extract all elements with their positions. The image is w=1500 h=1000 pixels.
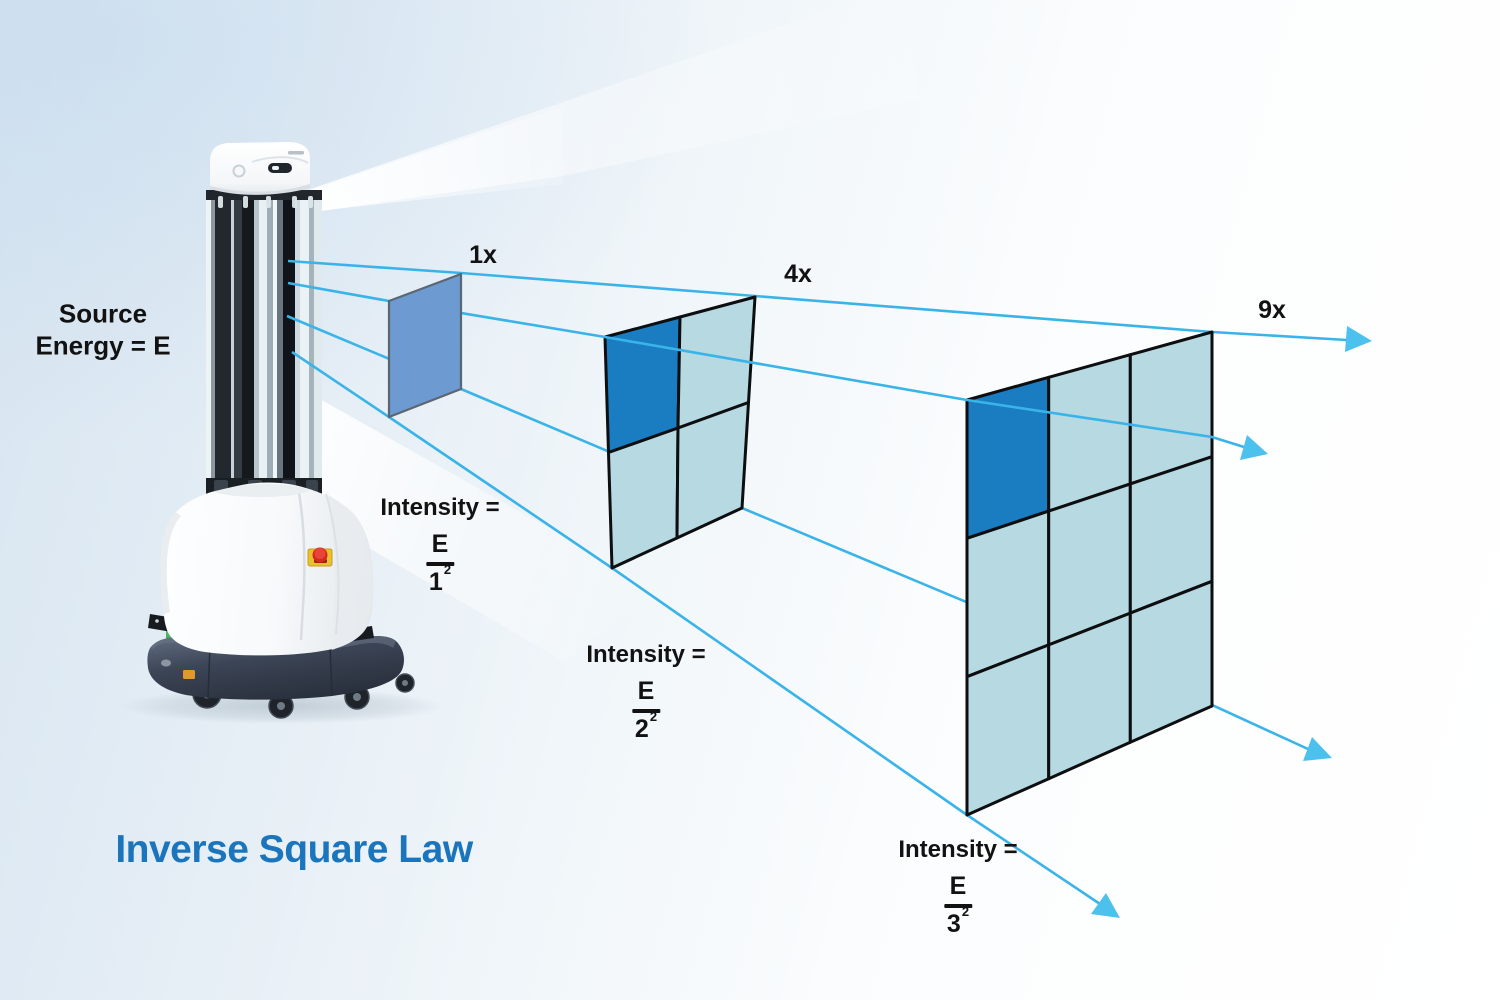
fraction-numerator: E — [431, 530, 449, 558]
square-1x — [387, 272, 463, 419]
robot-head-cap — [210, 142, 310, 195]
head-sensor-slot — [268, 163, 292, 173]
fraction-numerator: E — [949, 872, 967, 900]
grid-9x — [965, 330, 1214, 817]
source-energy-label: Source Energy = E — [35, 298, 170, 361]
source-label-line2: Energy = E — [35, 330, 171, 360]
intensity-text: Intensity = — [898, 836, 1018, 863]
ray-arrowhead-icon — [1303, 737, 1332, 761]
fraction-bar — [426, 562, 454, 566]
emergency-stop-button[interactable] — [307, 547, 333, 567]
intensity-text: Intensity = — [380, 494, 500, 521]
grid-4x — [603, 295, 757, 570]
intensity-fraction: E 12 — [380, 532, 499, 595]
intensity-block-3: Intensity = E 32 — [898, 836, 1017, 937]
denominator-base: 3 — [946, 910, 961, 938]
denominator-base: 2 — [634, 715, 649, 743]
intensity-text: Intensity = — [586, 641, 706, 668]
uv-disinfection-robot — [120, 142, 444, 724]
beam-wedge-upper-near — [308, 106, 563, 212]
denominator-base: 1 — [428, 568, 443, 596]
ray-arrowhead-icon — [1091, 893, 1120, 918]
uv-lamp-tubes — [206, 190, 322, 504]
grid-4x-cell — [675, 401, 750, 540]
ray-arrowhead-icon — [1345, 326, 1372, 352]
light-ray-second-over — [287, 281, 1268, 460]
fraction-denominator: 22 — [634, 710, 657, 743]
denominator-exponent: 2 — [961, 904, 970, 919]
grid-9x-cell — [965, 643, 1051, 817]
fraction-bar — [944, 904, 972, 908]
fraction-denominator: 32 — [946, 905, 969, 938]
multiplier-label-9x: 9x — [1258, 295, 1286, 324]
page-title: Inverse Square Law — [115, 828, 473, 871]
intensity-fraction: E 32 — [898, 874, 1017, 937]
multiplier-label-4x: 4x — [784, 259, 812, 288]
beam-wedge-lower — [295, 385, 655, 662]
source-label-line1: Source — [58, 298, 148, 329]
ray-arrowhead-icon — [1240, 435, 1268, 460]
denominator-exponent: 2 — [443, 562, 452, 577]
intensity-block-1: Intensity = E 12 — [380, 494, 499, 595]
intensity-fraction: E 22 — [586, 679, 705, 742]
light-ray-second — [287, 281, 1245, 449]
light-beam-wedges — [295, 0, 940, 662]
denominator-exponent: 2 — [649, 709, 658, 724]
robot-body-shell — [160, 482, 374, 656]
grid-4x-cell — [607, 426, 680, 570]
grid-9x-cell — [1128, 579, 1214, 744]
fraction-numerator: E — [637, 677, 655, 705]
fraction-denominator: 12 — [428, 563, 451, 596]
head-logo-badge — [288, 151, 304, 155]
fraction-bar — [632, 709, 660, 713]
head-ring-detail — [232, 164, 246, 178]
intensity-block-2: Intensity = E 22 — [586, 641, 705, 742]
multiplier-label-1x: 1x — [469, 240, 497, 269]
